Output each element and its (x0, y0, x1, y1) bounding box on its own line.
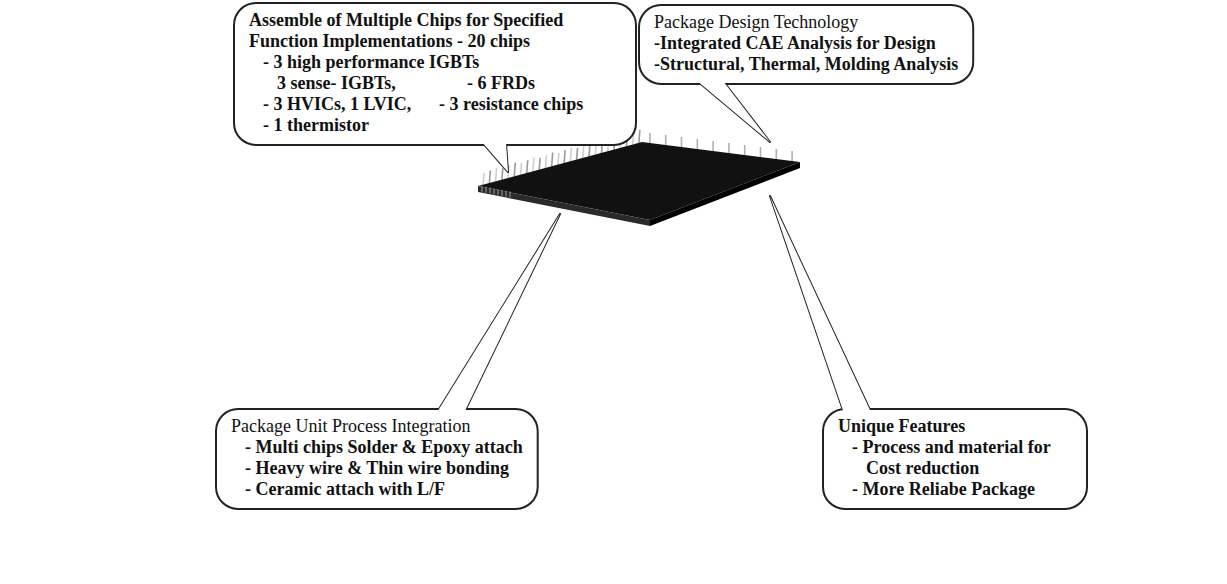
package-pin (681, 137, 683, 147)
package-pin (775, 149, 777, 159)
text-row: - 3 high performance IGBTs (249, 52, 621, 73)
package-pin (696, 139, 698, 149)
text-row: - 1 thermistor (249, 115, 621, 136)
callout-bubble: Package Design Technology-Integrated CAE… (638, 4, 974, 85)
text-row: -Integrated CAE Analysis for Design (654, 33, 958, 54)
package-pin (728, 143, 730, 153)
package-side (478, 186, 650, 226)
package-pin (649, 133, 651, 143)
bubble-tail-join (478, 137, 508, 172)
text-row: -Structural, Thermal, Molding Analysis (654, 54, 958, 75)
package-pin (539, 158, 540, 170)
package-pin (514, 163, 515, 177)
callout-item: - 6 FRDs (467, 73, 535, 94)
callout-item: 3 sense- IGBTs, (277, 73, 467, 94)
package-pin (489, 170, 490, 183)
package-lead (505, 191, 506, 197)
callout-item: - More Reliabe Package (852, 479, 1035, 500)
bubble-tail (478, 137, 508, 172)
package-pin (570, 147, 571, 161)
package-pin (496, 168, 497, 182)
text-row: - Multi chips Solder & Epoxy attach (231, 437, 523, 458)
callout-item: - 3 high performance IGBTs (263, 52, 479, 73)
package-edge-marks (482, 186, 510, 198)
bubble-tail-join (434, 214, 560, 417)
package-pin (483, 173, 484, 185)
package-pin (564, 150, 565, 163)
package-pin (577, 148, 578, 160)
package-pin (527, 160, 528, 173)
callout-bubble: Unique Features- Process and material fo… (822, 408, 1088, 510)
bubble-tail (691, 76, 770, 142)
text-row: - Heavy wire & Thin wire bonding (231, 458, 523, 479)
text-row: Unique Features (838, 416, 1072, 437)
bubble-body (823, 409, 1087, 509)
bubble-body (216, 409, 538, 509)
bubble-tail (434, 214, 560, 417)
package-lead (481, 186, 482, 192)
text-row: Package Design Technology (654, 12, 958, 33)
callout-item: - 3 HVICs, 1 LVIC, (263, 94, 439, 115)
callout-item: - 1 thermistor (263, 115, 369, 136)
package-pin (502, 168, 503, 180)
package-lead (489, 188, 490, 194)
package-pin (533, 158, 534, 172)
text-row: - Process and material for Cost reductio… (838, 437, 1072, 479)
package-pin (639, 130, 640, 143)
callout-item: - Ceramic attach with L/F (245, 479, 445, 500)
bubble-tail (770, 196, 873, 417)
package-pin (712, 141, 714, 151)
callout-heading: Unique Features (838, 416, 965, 437)
callout-item: -Integrated CAE Analysis for Design (654, 33, 936, 54)
package-pin (744, 145, 746, 155)
package-pin (558, 153, 559, 165)
bubble-body (639, 5, 973, 84)
package-lead (497, 189, 498, 195)
package-pin (521, 163, 522, 175)
package-pin (665, 135, 667, 145)
text-row: 3 sense- IGBTs,- 6 FRDs (249, 73, 621, 94)
text-row: Package Unit Process Integration (231, 416, 523, 437)
callout-item: - Multi chips Solder & Epoxy attach (245, 437, 523, 458)
package-pin (760, 147, 762, 157)
text-row: - Ceramic attach with L/F (231, 479, 523, 500)
callout-bubble: Assemble of Multiple Chips for Specified… (233, 2, 637, 146)
callout-bubble: Package Unit Process Integration- Multi … (215, 408, 539, 510)
text-row: - 3 HVICs, 1 LVIC,- 3 resistance chips (249, 94, 621, 115)
package-lead (485, 187, 486, 193)
package-lead (509, 192, 510, 198)
callout-heading: Package Design Technology (654, 12, 858, 33)
text-row: - More Reliabe Package (838, 479, 1072, 500)
callout-item: - Heavy wire & Thin wire bonding (245, 458, 509, 479)
package-lead (493, 188, 494, 194)
callout-item: -Structural, Thermal, Molding Analysis (654, 54, 958, 75)
bubble-tail-join (770, 196, 873, 417)
package-pin (583, 145, 584, 158)
bubble-tail-join (691, 76, 770, 142)
package-pin (552, 153, 553, 167)
text-row: Assemble of Multiple Chips for Specified… (249, 10, 621, 52)
package-pin (791, 151, 793, 161)
package-pin (545, 155, 546, 168)
bubble-body (234, 3, 636, 145)
callout-heading: Package Unit Process Integration (231, 416, 470, 437)
callout-item: - Process and material for Cost reductio… (852, 437, 1072, 479)
callout-heading: Assemble of Multiple Chips for Specified… (249, 10, 621, 52)
callout-item: - 3 resistance chips (439, 94, 583, 115)
package-lead (501, 190, 502, 196)
